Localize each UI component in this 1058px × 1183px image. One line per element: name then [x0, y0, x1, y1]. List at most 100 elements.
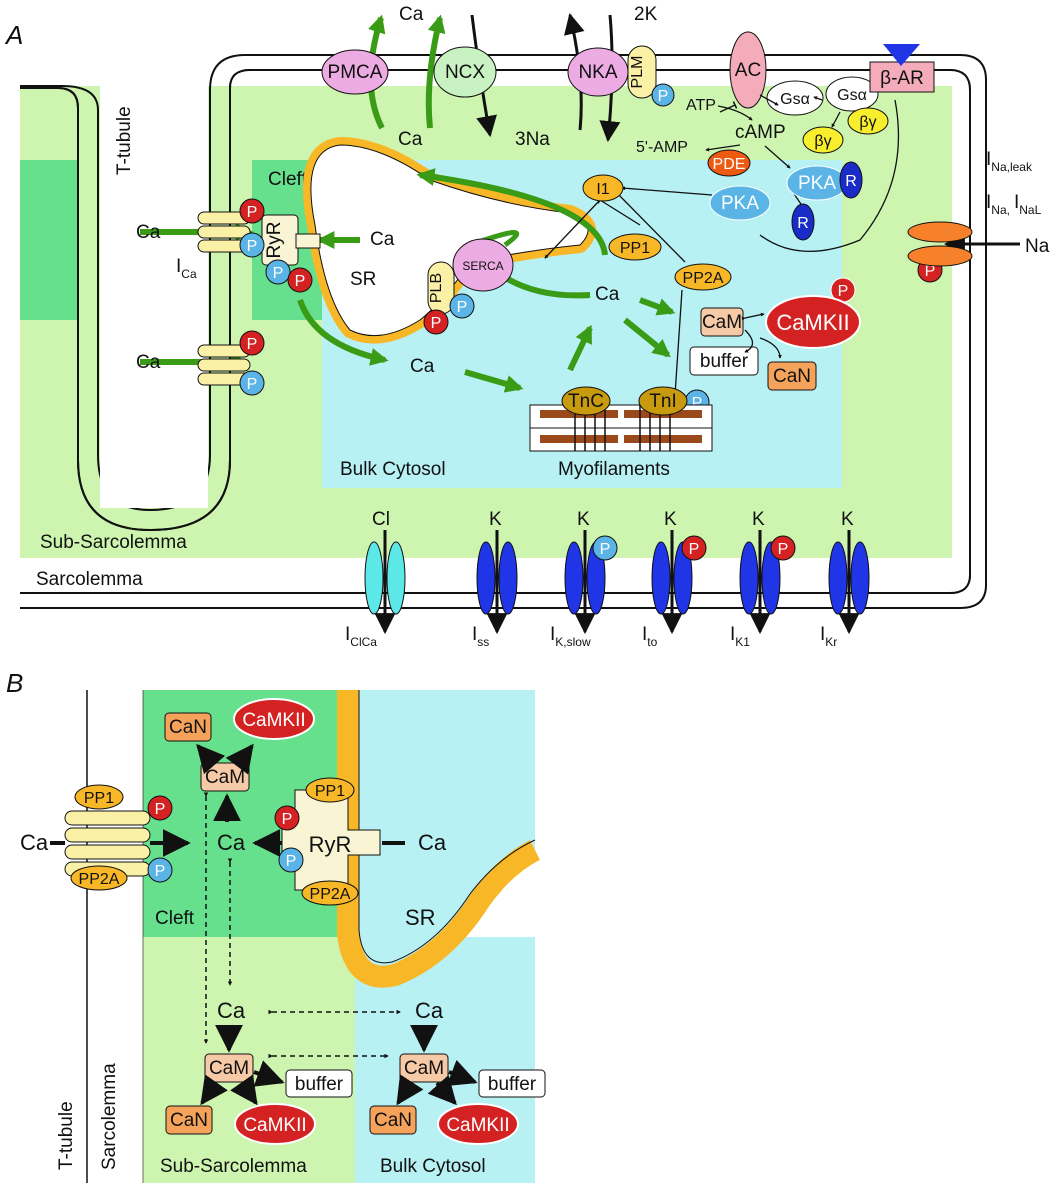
ina-inal-label: INa,INaL	[986, 192, 1042, 217]
svg-text:AC: AC	[735, 60, 761, 81]
svg-text:Iss: Iss	[472, 624, 489, 649]
left-cleft-region	[20, 160, 78, 320]
b-sub-arrows	[200, 1024, 285, 1106]
b-ltcc-pp2a: PP2A	[70, 865, 128, 891]
ina-leak-label: INa,leak	[986, 149, 1033, 174]
b-ryr-p-blue: P	[278, 847, 304, 873]
b-ca-bulk: Ca	[415, 998, 444, 1023]
right-sarcolemma-band	[952, 86, 970, 558]
svg-text:buffer: buffer	[488, 1074, 537, 1095]
i1-protein: I1	[582, 174, 624, 202]
ikr-channel: K IKr	[820, 509, 870, 649]
svg-text:P: P	[155, 863, 166, 880]
plb-p-blue: P	[449, 293, 475, 319]
svg-text:PP1: PP1	[315, 783, 345, 800]
three-na-label: 3Na	[515, 129, 550, 150]
beta-ar-to-na-path	[759, 99, 900, 253]
ca-bulk-label: Ca	[410, 356, 435, 377]
gsa-1: Gsα	[766, 80, 824, 116]
ito-channel: P K Ito	[642, 509, 707, 649]
b-bulk-buffer: buffer	[478, 1069, 546, 1098]
panel-b: B T-tubule Sarcolemma Cleft SR Sub-Sarco…	[6, 668, 546, 1183]
sub-sarcolemma-label: Sub-Sarcolemma	[40, 532, 187, 553]
svg-text:K: K	[841, 509, 854, 530]
svg-text:P: P	[273, 265, 284, 282]
svg-text:RyR: RyR	[309, 832, 352, 857]
b-bulk-cytosol-label: Bulk Cytosol	[380, 1156, 486, 1177]
b-ca-outside: Ca	[20, 830, 49, 855]
ica-label: ICa	[176, 256, 197, 281]
b-ltcc	[64, 810, 151, 877]
svg-text:I1: I1	[596, 181, 609, 198]
svg-text:CaM: CaM	[205, 767, 245, 788]
ik1-channel: P K IK1	[730, 509, 796, 649]
svg-text:PDE: PDE	[713, 156, 746, 173]
b-sr-label: SR	[405, 905, 436, 930]
svg-text:IKr: IKr	[820, 624, 837, 649]
svg-text:K: K	[664, 509, 677, 530]
svg-text:R: R	[845, 173, 857, 190]
cleft-label: Cleft	[268, 169, 308, 190]
panel-a: A T-tubule Cleft Bulk Cytosol Myofilamen…	[4, 4, 1050, 649]
b-ryr-pp2a: PP2A	[301, 880, 359, 906]
a-buffer: buffer	[689, 346, 759, 376]
svg-text:CaN: CaN	[374, 1110, 412, 1131]
b-sub-buffer: buffer	[285, 1069, 353, 1098]
b-cleft-can: CaN	[164, 712, 212, 742]
ca-out-label: Ca	[399, 4, 424, 25]
ryr-p-red: P	[287, 267, 313, 293]
b-bulk-cam: CaM	[399, 1053, 449, 1083]
svg-text:PP1: PP1	[84, 790, 114, 807]
pka-2: PKA	[709, 185, 771, 221]
pp2a-protein: PP2A	[674, 263, 732, 291]
svg-text:P: P	[431, 315, 442, 332]
svg-text:CaMKII: CaMKII	[446, 1115, 509, 1136]
svg-text:P: P	[155, 801, 166, 818]
five-amp-label: 5'-AMP	[636, 139, 688, 156]
svg-text:P: P	[457, 299, 468, 316]
svg-text:P: P	[247, 336, 258, 353]
plb-p-red: P	[423, 309, 449, 335]
sr-label: SR	[350, 269, 376, 290]
svg-text:P: P	[925, 263, 936, 280]
b-ryr-p-red: P	[274, 805, 300, 831]
svg-text:PLB: PLB	[428, 273, 445, 303]
tnc: TnC	[561, 386, 611, 416]
svg-text:K: K	[489, 509, 502, 530]
svg-text:CaN: CaN	[773, 366, 811, 387]
svg-text:PKA: PKA	[721, 193, 759, 214]
svg-text:Gsα: Gsα	[837, 87, 867, 104]
ligand-triangle	[883, 44, 920, 66]
r-subunit-2: R	[791, 203, 815, 241]
inhibition-lines	[597, 101, 738, 397]
svg-text:IK,slow: IK,slow	[550, 624, 591, 649]
pmca-pump: PMCA	[321, 49, 389, 95]
svg-text:PMCA: PMCA	[328, 62, 383, 83]
svg-text:IClCa: IClCa	[345, 624, 377, 649]
nka-pump: NKA	[567, 47, 629, 97]
svg-text:R: R	[797, 215, 809, 232]
b-cleft-label: Cleft	[155, 908, 195, 929]
svg-text:P: P	[600, 541, 611, 558]
b-upper-cytosol	[355, 690, 535, 978]
ryr-p-blue: P	[265, 259, 291, 285]
b-sr-edge	[358, 690, 536, 964]
camkii-p-red: P	[830, 277, 856, 303]
ltcc-upper	[197, 211, 251, 253]
svg-text:SERCA: SERCA	[462, 259, 503, 273]
svg-text:β-AR: β-AR	[880, 68, 924, 89]
clca-channel: Cl IClCa	[345, 509, 406, 649]
ltcc-low-p-blue: P	[239, 370, 265, 396]
ca-in-label: Ca	[398, 129, 423, 150]
svg-text:P: P	[778, 541, 789, 558]
b-ltcc-p-red: P	[147, 795, 173, 821]
beta-gamma-2: βγ	[847, 107, 889, 135]
svg-text:βγ: βγ	[814, 133, 831, 150]
a-cam-arrows	[741, 312, 782, 359]
b-sub-cam: CaM	[204, 1053, 254, 1083]
svg-text:PP2A: PP2A	[79, 871, 120, 888]
ca-cytosol-label: Ca	[595, 284, 620, 305]
svg-text:Ito: Ito	[642, 624, 658, 649]
b-sr-membrane	[337, 690, 541, 988]
b-bulk-arrows	[396, 1024, 478, 1106]
